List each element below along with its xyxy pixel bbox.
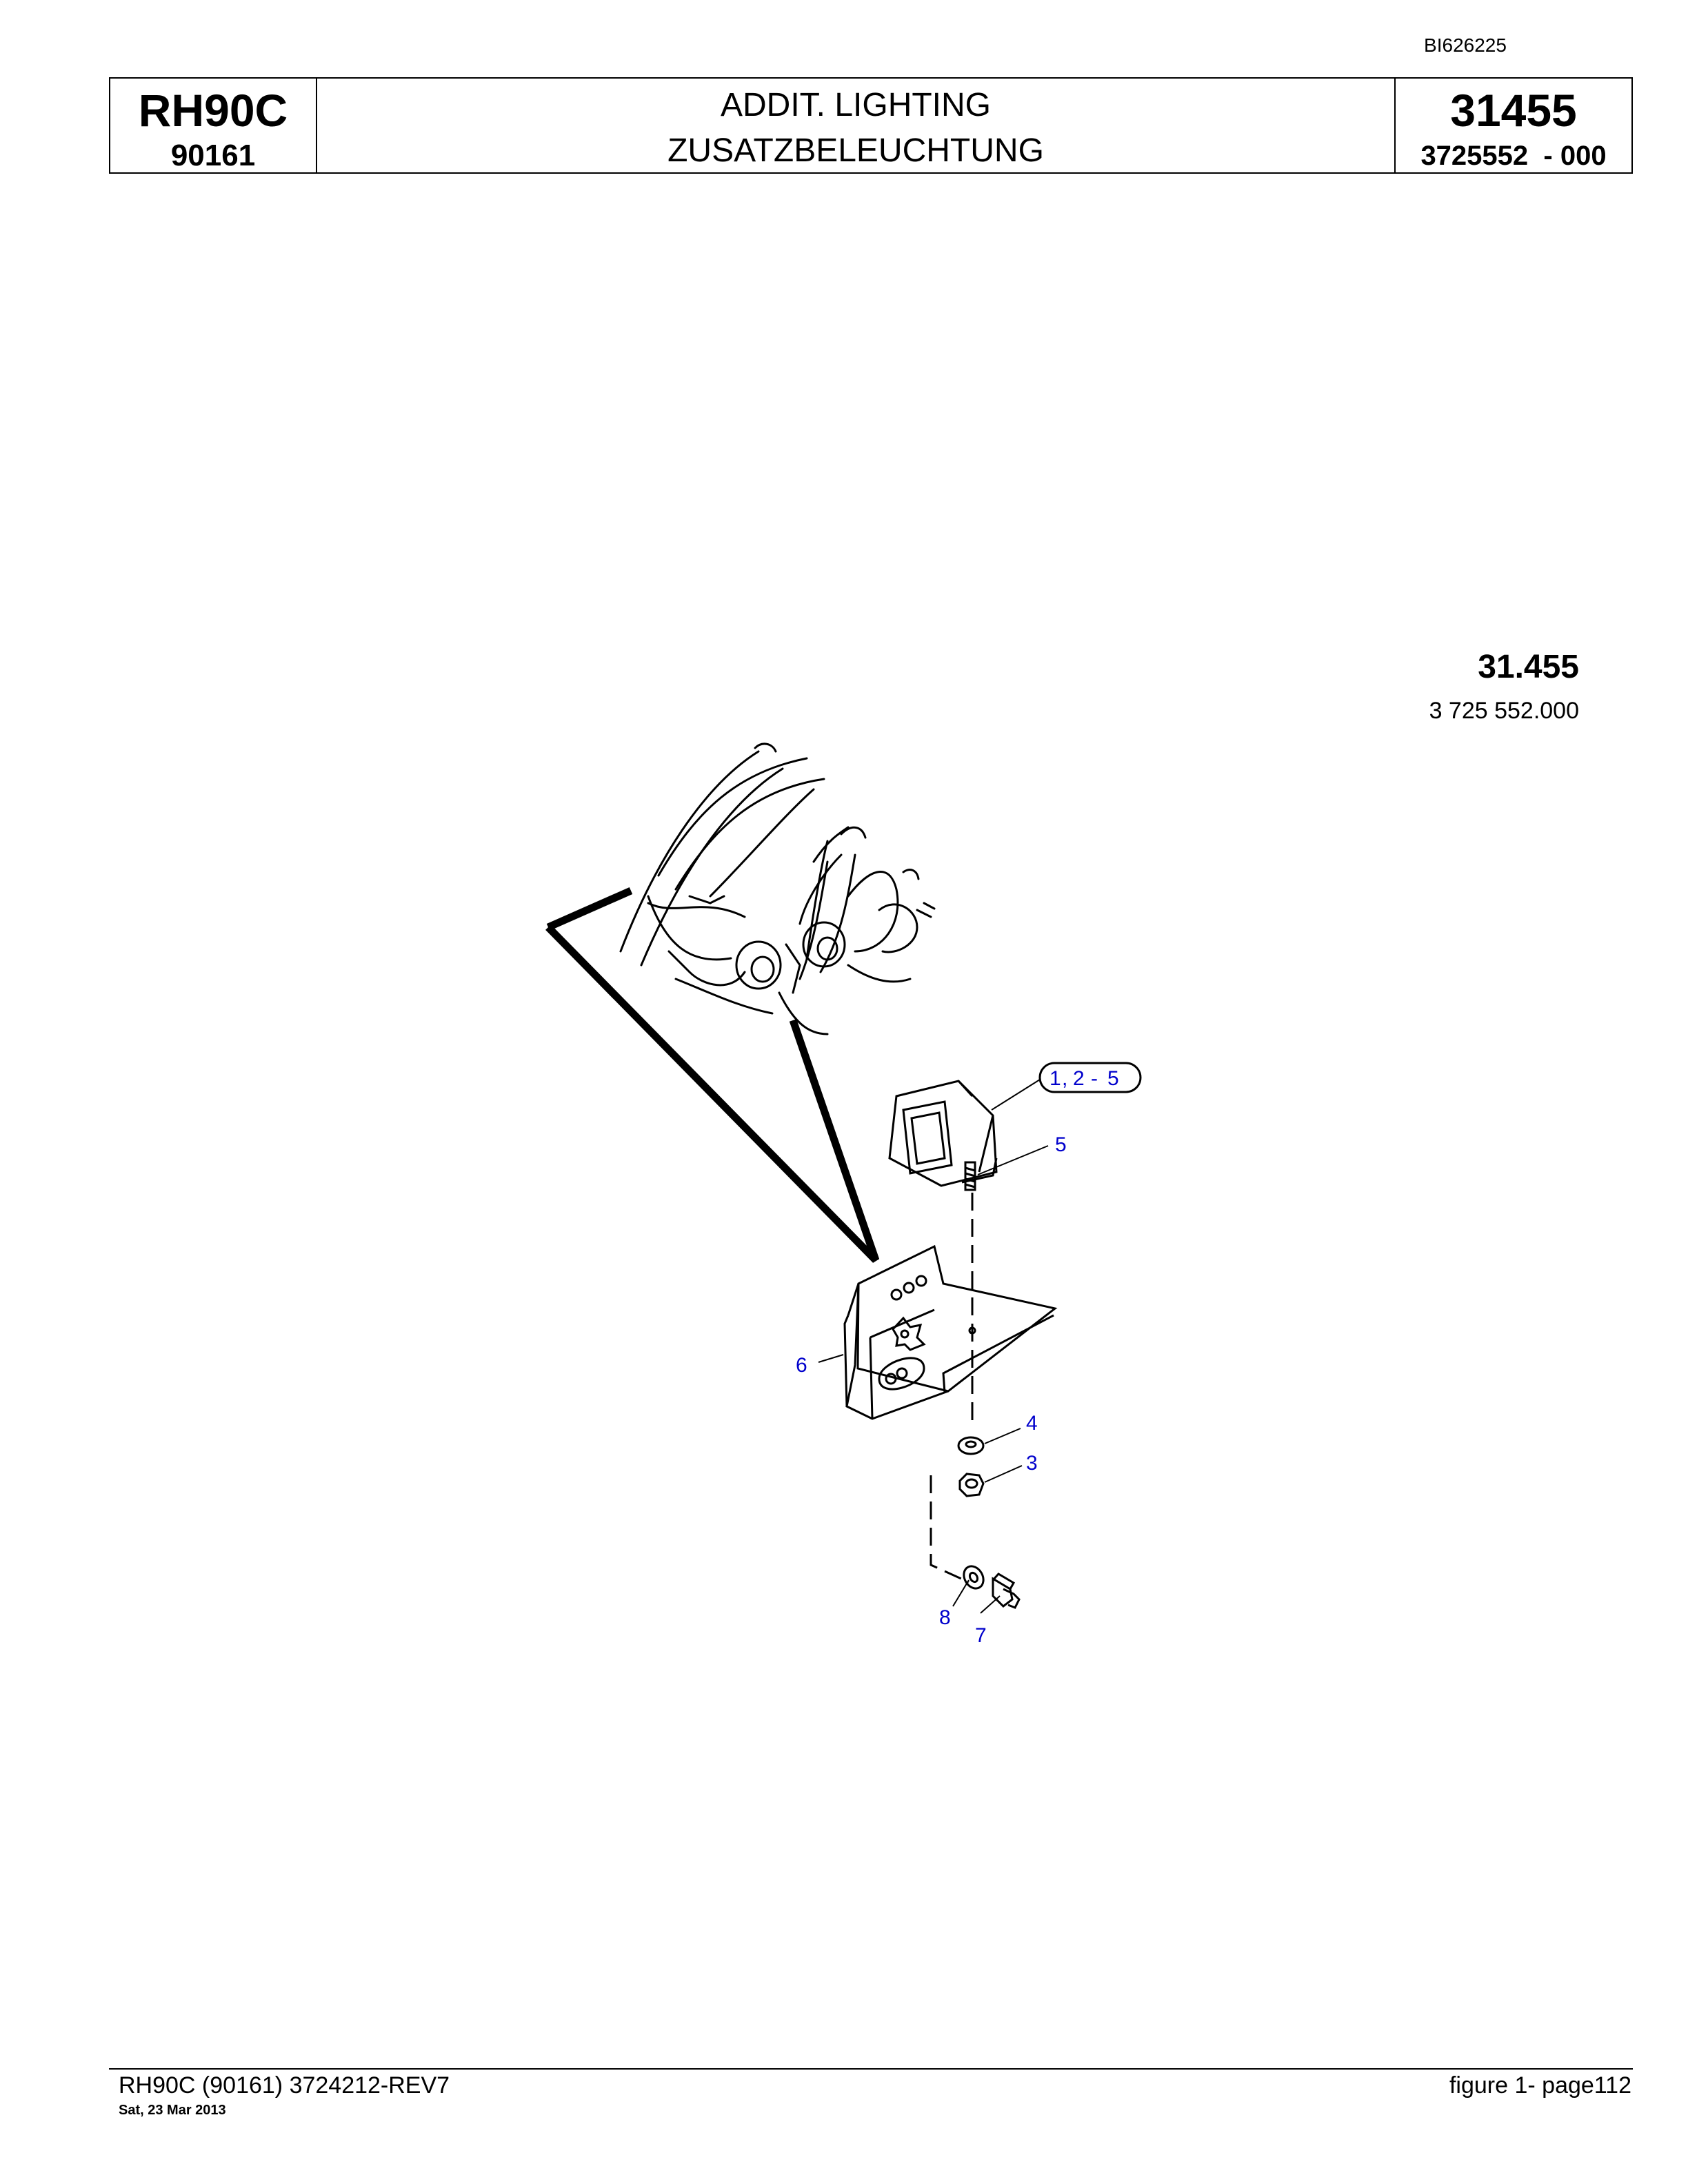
work-lamp — [888, 1080, 998, 1187]
document-id: BI626225 — [1424, 34, 1507, 56]
figure-group-ref: 31.455 — [1478, 649, 1579, 685]
callout-washer-4[interactable]: 4 — [1026, 1412, 1038, 1435]
title-block: RH90C 90161 ADDIT. LIGHTING ZUSATZBELEUC… — [109, 77, 1633, 174]
washer-bottom — [963, 1565, 985, 1590]
assembly-axis — [930, 1193, 974, 1584]
figure-part-ref: 3 725 552.000 — [1429, 698, 1579, 724]
callout-nut-3[interactable]: 3 — [1026, 1452, 1038, 1475]
footer-rule — [109, 2068, 1633, 2070]
hex-nut — [958, 1473, 985, 1497]
lamp-callout-frame — [1038, 1062, 1142, 1093]
callout-washer-8[interactable]: 8 — [939, 1606, 951, 1629]
lamp-screw — [964, 1161, 976, 1191]
mounting-bracket — [843, 1244, 1058, 1420]
group-cell: 31455 3725552 - 000 — [1396, 79, 1631, 172]
callout-bracket-6[interactable]: 6 — [796, 1354, 807, 1377]
boom-context-sketch — [619, 742, 936, 1035]
washer-top — [957, 1436, 985, 1455]
part-number: 3725552 - 000 — [1420, 141, 1607, 171]
footer-date: Sat, 23 Mar 2013 — [119, 2103, 226, 2118]
callout-lamp-5[interactable]: 5 — [1107, 1067, 1119, 1090]
callout-lamp-2[interactable]: 2 — [1073, 1067, 1085, 1090]
detail-leader — [545, 887, 880, 1263]
callout-leaders — [818, 1079, 1049, 1614]
model-cell: RH90C 90161 — [110, 79, 317, 172]
model-name: RH90C — [138, 85, 288, 136]
callout-screw-5[interactable]: 5 — [1055, 1133, 1067, 1156]
serial-number: 90161 — [170, 139, 256, 172]
callout-lamp-1[interactable]: 1 — [1049, 1067, 1061, 1090]
group-number: 31455 — [1450, 85, 1577, 136]
footer-document-ref: RH90C (90161) 3724212-REV7 — [119, 2072, 450, 2099]
footer-page-ref: figure 1- page112 — [1449, 2072, 1631, 2099]
callout-lamp-separator: , — [1062, 1067, 1067, 1090]
hex-bolt — [992, 1573, 1021, 1609]
title-german: ZUSATZBELEUCHTUNG — [667, 132, 1044, 169]
callout-lamp-dash: - — [1091, 1067, 1098, 1090]
title-english: ADDIT. LIGHTING — [720, 87, 992, 123]
title-cell: ADDIT. LIGHTING ZUSATZBELEUCHTUNG — [317, 79, 1396, 172]
callout-bolt-7[interactable]: 7 — [975, 1624, 987, 1647]
